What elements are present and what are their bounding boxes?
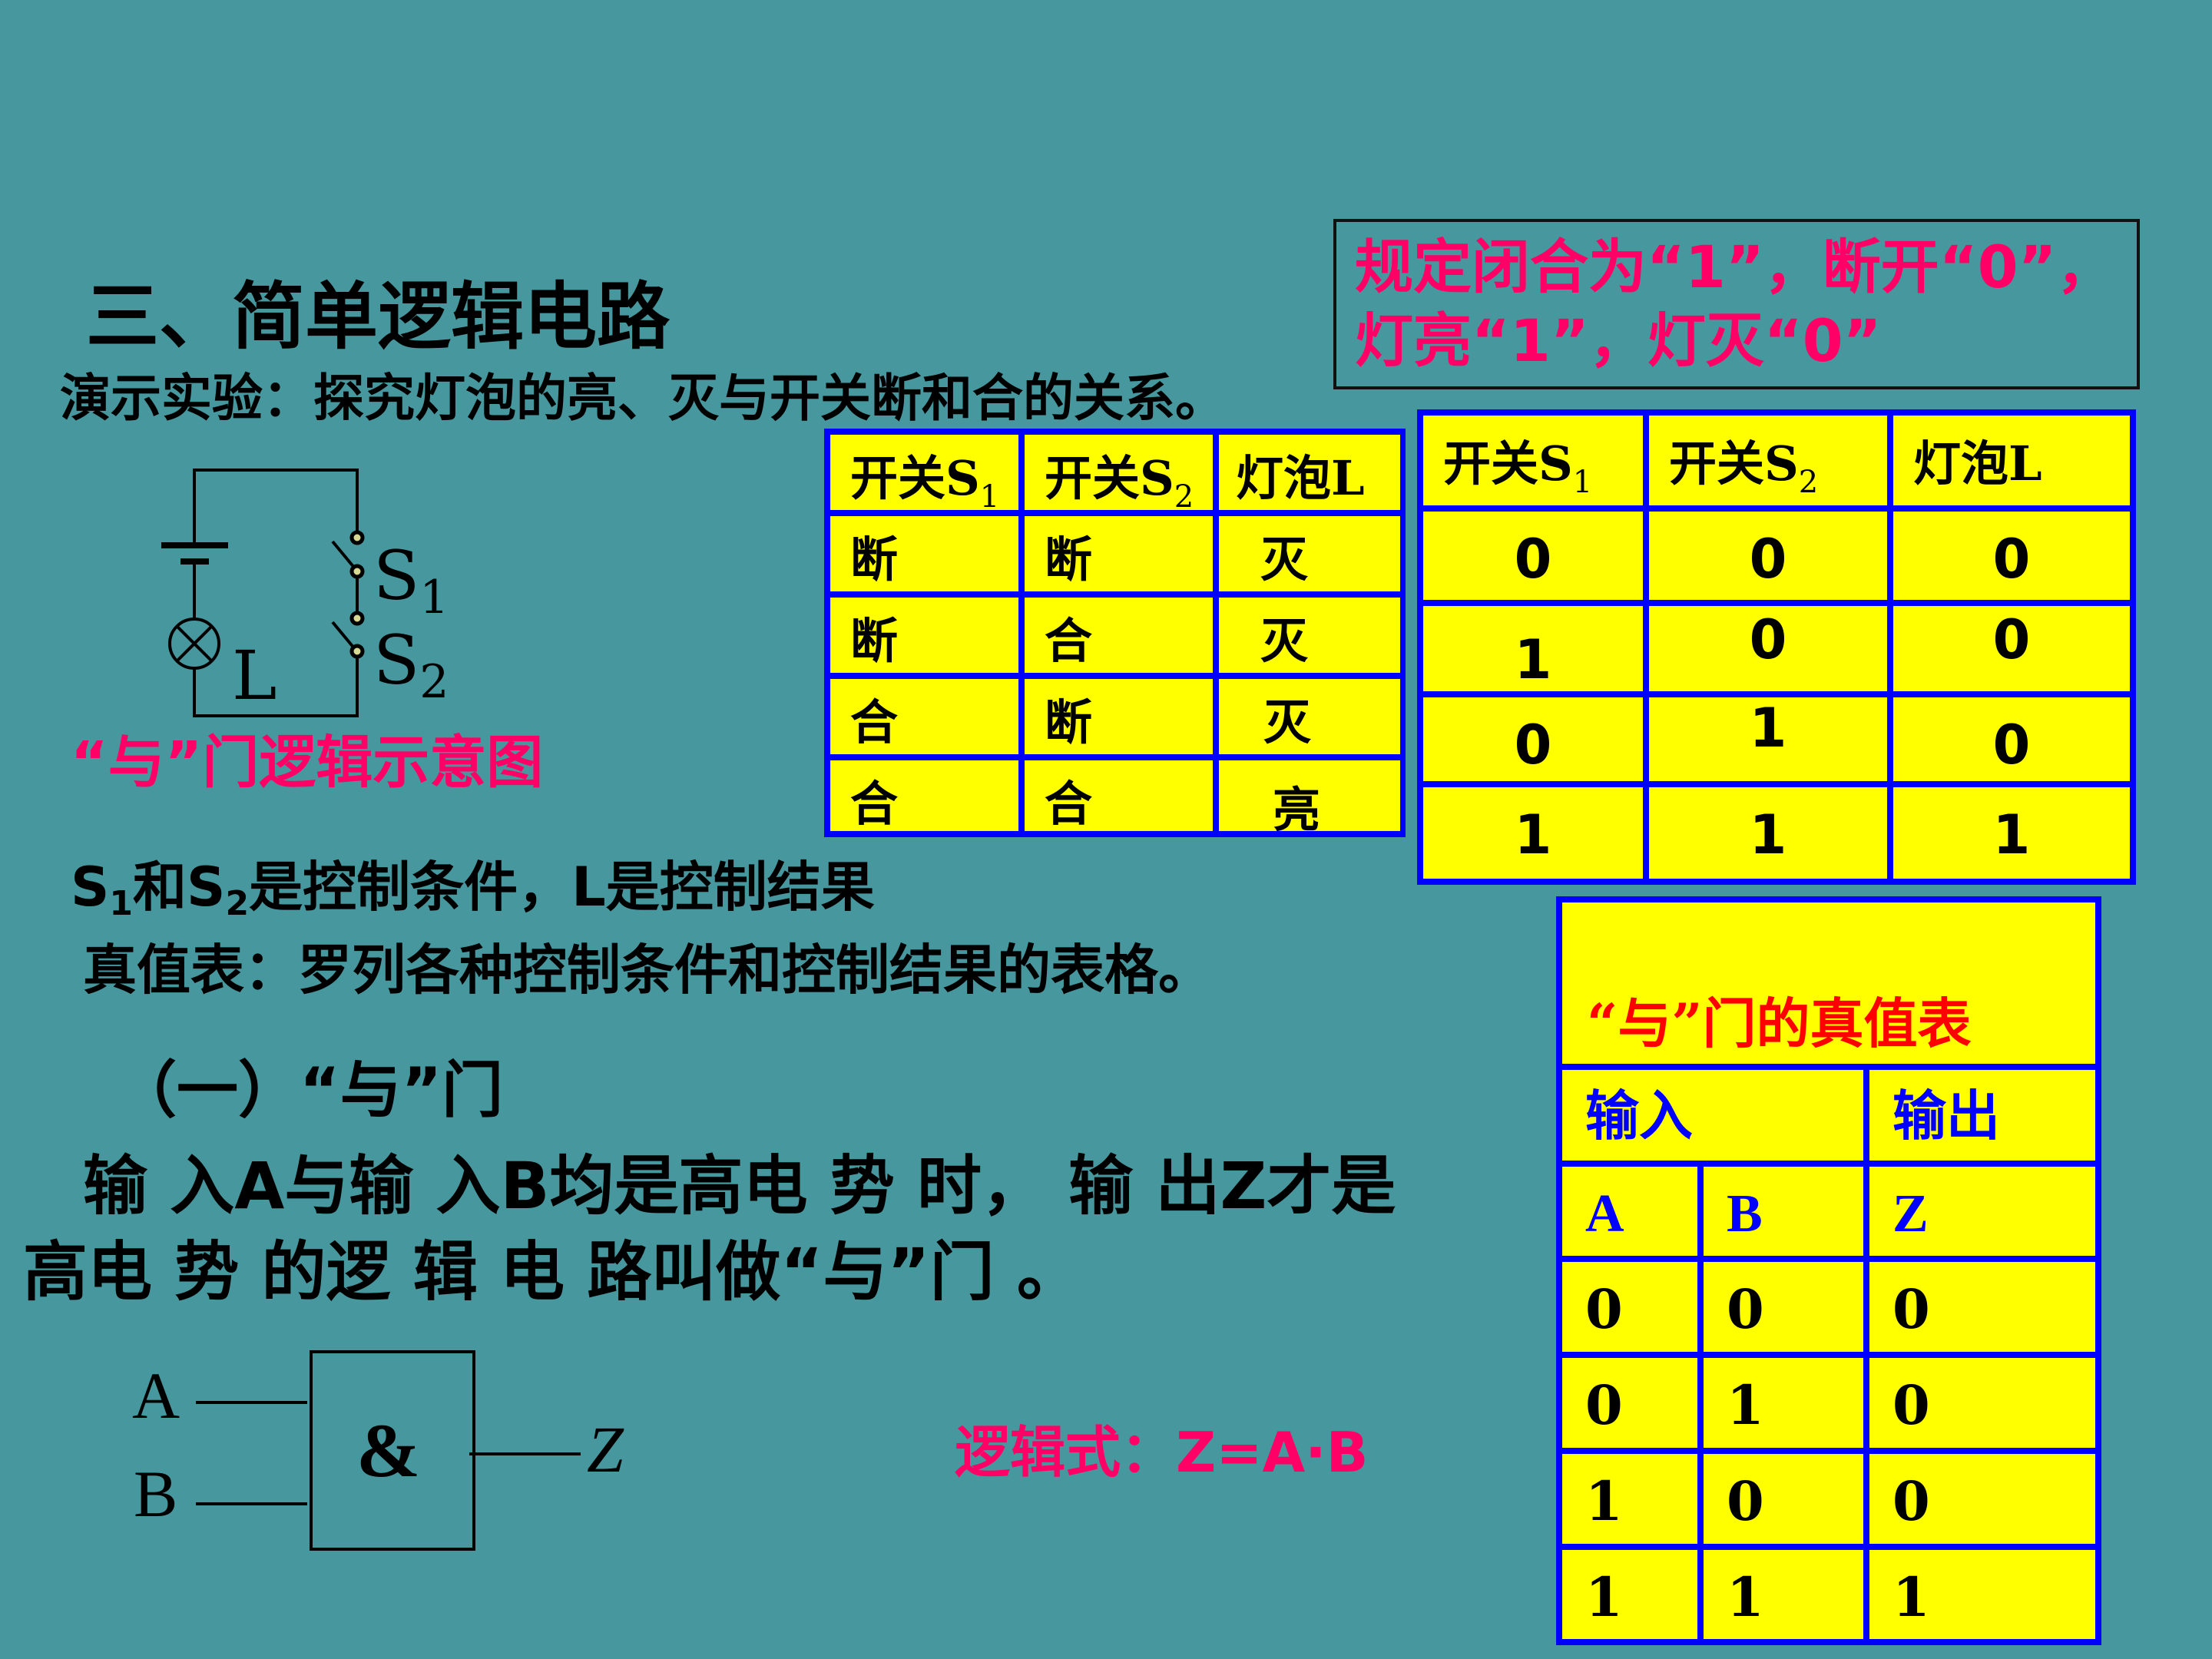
table-cell: 1: [1423, 606, 1643, 691]
table-cell: 合: [1025, 760, 1213, 831]
and-gate-definition-line-1: 输 入A与输 入B均是高电 势 时， 输 出Z才是: [83, 1148, 1396, 1224]
truth-table-title: “与”门的真值表: [1562, 902, 2095, 1064]
table-cell: 0: [1423, 512, 1643, 600]
and-gate-truth-table: “与”门的真值表 输入 输出 A B Z 0 0 0 0 1 0 1 0 0 1…: [1556, 896, 2101, 1645]
switch-state-table: 开关S1 开关S2 灯泡L 断 断 灭 断 合 灭 合 断 灭 合 合 亮: [824, 429, 1406, 837]
table-cell: 1: [1562, 1454, 1697, 1544]
table-cell: 合: [1025, 598, 1213, 673]
switch1-label: S1: [373, 536, 449, 625]
table-cell: 0: [1649, 512, 1887, 600]
rule-note-line-2: 灯亮“1”，灯灭“0”: [1355, 306, 1882, 375]
table-cell: 灭: [1219, 679, 1400, 754]
slide-title: 三、简单逻辑电路: [86, 274, 671, 359]
table-cell: 1: [1869, 1550, 2095, 1639]
table-cell: 1: [1649, 697, 1887, 781]
table-header-cell: 灯泡L: [1219, 435, 1400, 510]
table-cell: 断: [830, 516, 1018, 591]
truth-table-definition: 真值表：罗列各种控制条件和控制结果的表格。: [83, 939, 1212, 1002]
table-cell: 0: [1704, 1454, 1863, 1544]
table-cell: 0: [1562, 1262, 1697, 1352]
table-cell: 合: [830, 679, 1018, 754]
table-header-cell: 灯泡L: [1893, 416, 2130, 505]
experiment-subtitle: 演示实验：探究灯泡的亮、灭与开关断和合的关系。: [60, 368, 1226, 428]
lamp-icon: [168, 618, 220, 670]
gate-output-z-label: Z: [587, 1412, 624, 1486]
table-header-cell: 开关S2: [1649, 416, 1887, 505]
table-cell: 0: [1869, 1262, 2095, 1352]
and-gate-definition-line-2: 高电 势 的逻 辑 电 路叫做“与”门 。: [23, 1234, 1081, 1310]
switch-icon: [331, 611, 365, 659]
table-cell: 1: [1649, 787, 1887, 879]
table-header-cell: 开关S1: [830, 435, 1018, 510]
gate-and-symbol: &: [356, 1408, 421, 1493]
table-cell: 亮: [1219, 760, 1400, 831]
table-cell: 0: [1423, 697, 1643, 781]
table-cell: 0: [1893, 697, 2130, 781]
table-cell: 0: [1893, 606, 2130, 691]
switch2-label: S2: [373, 621, 449, 710]
table-cell: 合: [830, 760, 1018, 831]
circuit-caption: “与”门逻辑示意图: [71, 730, 544, 796]
table-cell: 断: [1025, 679, 1213, 754]
column-header-b: B: [1704, 1167, 1863, 1256]
table-cell: 断: [830, 598, 1018, 673]
table-cell: 1: [1562, 1550, 1697, 1639]
table-cell: 断: [1025, 516, 1213, 591]
binary-state-table: 开关S1 开关S2 灯泡L 0 0 0 1 0 0 0 1 0 1 1 1: [1417, 409, 2136, 885]
table-cell: 1: [1704, 1550, 1863, 1639]
output-header: 输出: [1869, 1070, 2095, 1161]
rule-note-line-1: 规定闭合为“1”，断开“0”，: [1355, 233, 2115, 301]
table-cell: 灭: [1219, 516, 1400, 591]
gate-input-b-label: B: [134, 1457, 178, 1531]
rule-note-box: 规定闭合为“1”，断开“0”， 灯亮“1”，灯灭“0”: [1333, 219, 2140, 389]
battery-icon: [161, 542, 228, 565]
table-cell: 0: [1869, 1454, 2095, 1544]
table-cell: 1: [1704, 1358, 1863, 1448]
logic-formula: 逻辑式：Z=A·B: [955, 1420, 1369, 1485]
table-cell: 0: [1649, 606, 1887, 691]
section-heading-and-gate: （一）“与”门: [115, 1055, 504, 1126]
table-header-cell: 开关S2: [1025, 435, 1213, 510]
condition-statement: S1和S2是控制条件，L是控制结果: [71, 856, 875, 923]
table-cell: 0: [1704, 1262, 1863, 1352]
table-cell: 0: [1869, 1358, 2095, 1448]
column-header-a: A: [1562, 1167, 1697, 1256]
table-cell: 0: [1893, 512, 2130, 600]
table-cell: 1: [1423, 787, 1643, 879]
switch-icon: [331, 530, 365, 579]
table-cell: 0: [1562, 1358, 1697, 1448]
input-header: 输入: [1562, 1070, 1863, 1161]
lamp-label: L: [232, 636, 277, 715]
table-cell: 1: [1893, 787, 2130, 879]
column-header-z: Z: [1869, 1167, 2095, 1256]
table-cell: 灭: [1219, 598, 1400, 673]
gate-input-a-label: A: [132, 1359, 180, 1432]
table-header-cell: 开关S1: [1423, 416, 1643, 505]
